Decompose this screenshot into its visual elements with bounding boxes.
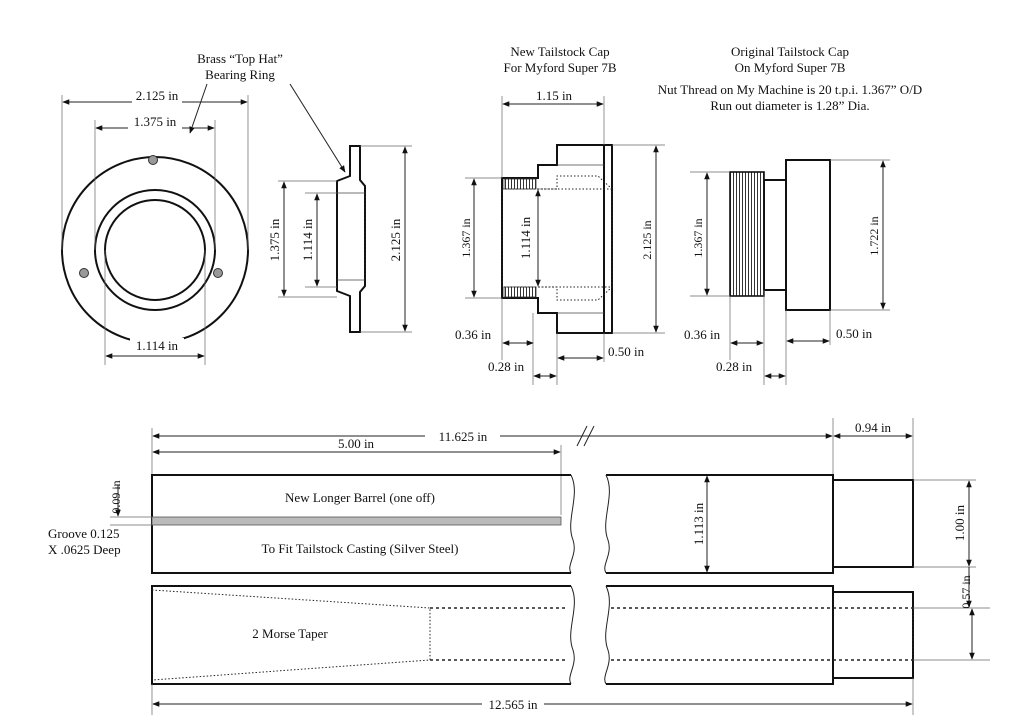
orig-cap-036-label: 0.36 in: [684, 327, 721, 342]
orig-cap-028-label: 0.28 in: [716, 359, 753, 374]
orig-cap-050-label: 0.50 in: [836, 326, 873, 341]
groove-note: Groove 0.125: [48, 526, 120, 541]
new-cap-subtitle: For Myford Super 7B: [503, 60, 616, 75]
bolt-hole-icon: [213, 268, 223, 278]
orig-cap-title: Original Tailstock Cap: [731, 44, 849, 59]
top-hat-side-1375-label: 1.375 in: [267, 218, 282, 261]
top-hat-leader-side: [289, 83, 346, 173]
barrel-diameter-label: 1.113 in: [691, 502, 706, 545]
barrel-length-label: 11.625 in: [439, 429, 488, 444]
new-cap-bore-label: 1.114 in: [518, 216, 533, 259]
orig-cap-subtitle: On Myford Super 7B: [735, 60, 846, 75]
new-cap-036-label: 0.36 in: [455, 327, 492, 342]
new-tailstock-cap-view: New Tailstock Cap For Myford Super 7B 1.…: [455, 44, 665, 385]
top-hat-side-1114-label: 1.114 in: [300, 218, 315, 261]
orig-cap-od-label: 1.722 in: [867, 216, 881, 255]
bolt-hole-icon: [79, 268, 89, 278]
top-hat-bore-label: 1.114 in: [136, 338, 179, 353]
barrel-top-view: 11.625 in 5.00 in 0.94 in 0.09 in Groove…: [48, 418, 976, 574]
bolt-hole-icon: [148, 155, 158, 165]
orig-cap-runout-note: Run out diameter is 1.28” Dia.: [710, 98, 869, 113]
barrel-end-diameter-label: 1.00 in: [952, 504, 967, 541]
new-cap-width-label: 1.15 in: [536, 88, 573, 103]
orig-cap-note: Nut Thread on My Machine is 20 t.p.i. 1.…: [658, 82, 922, 97]
top-hat-leader-front: [189, 83, 208, 134]
groove-depth-note: X .0625 Deep: [48, 542, 121, 557]
barrel-label: New Longer Barrel (one off): [285, 490, 435, 505]
top-hat-mid-label: 1.375 in: [134, 114, 177, 129]
taper-label: 2 Morse Taper: [252, 626, 328, 641]
new-cap-title: New Tailstock Cap: [510, 44, 609, 59]
top-hat-subtitle: Bearing Ring: [205, 67, 275, 82]
top-hat-side-2125-label: 2.125 in: [388, 218, 403, 261]
barrel-section-view: 2 Morse Taper 0.57 in 12.565 in: [151, 567, 990, 715]
barrel-end-length-label: 0.94 in: [855, 420, 892, 435]
new-cap-050-label: 0.50 in: [608, 344, 645, 359]
top-hat-od-label: 2.125 in: [136, 88, 179, 103]
top-hat-front-view: 2.125 in 1.375 in 1.114 in: [61, 88, 249, 365]
overall-length-label: 12.565 in: [488, 697, 538, 712]
groove-offset-label: 0.09 in: [109, 480, 123, 513]
new-cap-028-label: 0.28 in: [488, 359, 525, 374]
new-cap-thread-label: 1.367 in: [459, 218, 473, 257]
bore-diameter-label: 0.57 in: [959, 575, 973, 608]
original-tailstock-cap-view: Original Tailstock Cap On Myford Super 7…: [658, 44, 922, 385]
top-hat-side-view: 1.375 in 1.114 in 2.125 in: [267, 145, 412, 333]
new-cap-od-label: 2.125 in: [640, 220, 654, 259]
groove-length-label: 5.00 in: [338, 436, 375, 451]
barrel-material-label: To Fit Tailstock Casting (Silver Steel): [262, 541, 459, 556]
orig-cap-thread-label: 1.367 in: [691, 218, 705, 257]
top-hat-title: Brass “Top Hat”: [197, 51, 283, 66]
